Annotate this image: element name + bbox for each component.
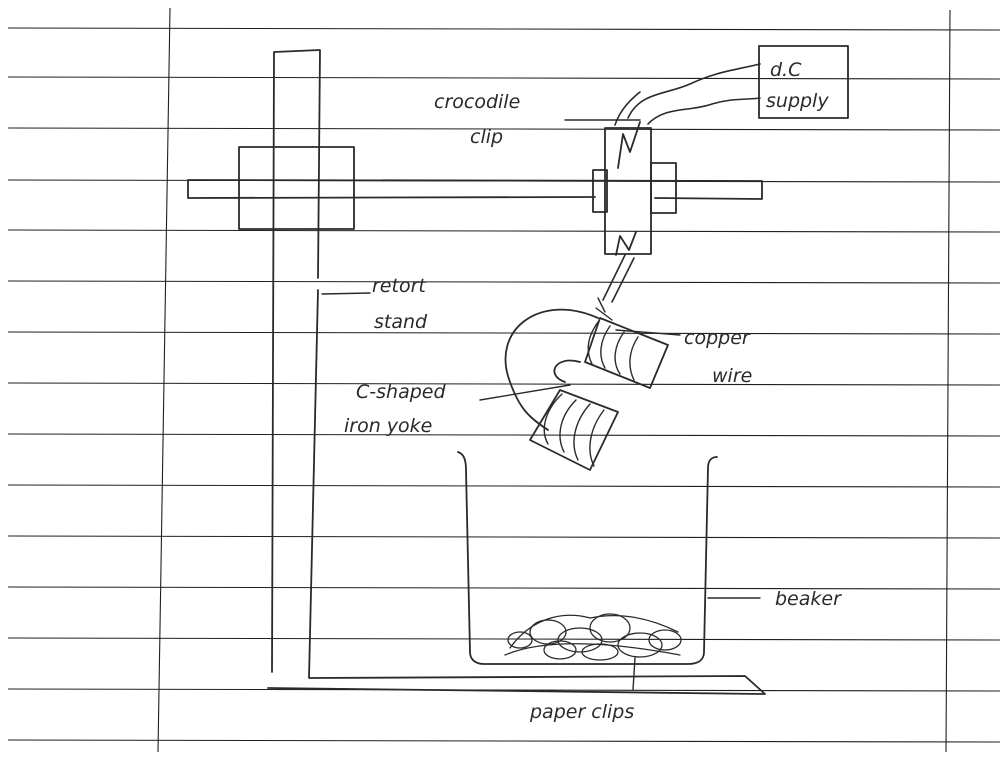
retort-stand-label-line2: stand	[374, 311, 428, 333]
clamp	[593, 122, 676, 255]
dc-supply: d.C supply	[759, 46, 848, 118]
leader-lines	[322, 120, 760, 690]
beaker-label: beaker	[775, 588, 842, 610]
dc-supply-label-line1: d.C	[770, 59, 802, 81]
yoke-label-line2: iron yoke	[344, 415, 432, 437]
yoke-label-line1: C-shaped	[356, 381, 446, 403]
crocodile-clip-label-line2: clip	[470, 126, 503, 148]
dc-supply-label-line2: supply	[766, 90, 829, 112]
connecting-wires	[603, 64, 760, 302]
crocodile-clip-label-line1: crocodile	[434, 91, 520, 113]
paper-clips	[505, 614, 681, 660]
retort-stand-label-line1: retort	[372, 275, 427, 297]
paper-clips-label: paper clips	[529, 701, 634, 723]
ruled-lines	[8, 8, 1000, 752]
copper-wire-label-line1: copper	[684, 327, 751, 349]
copper-wire-label-line2: wire	[712, 365, 752, 387]
